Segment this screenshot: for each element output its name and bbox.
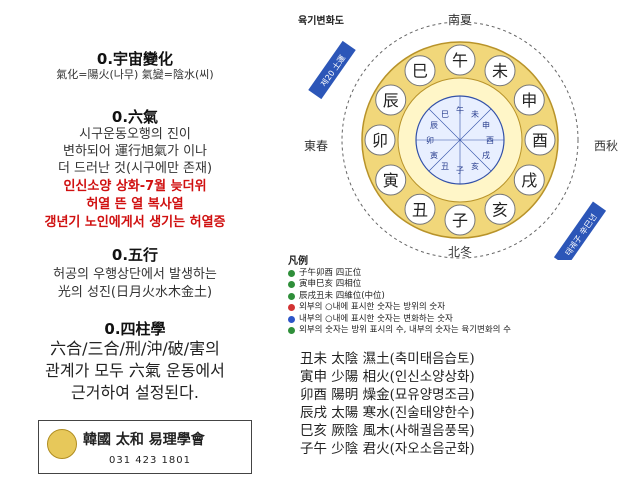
diagram-title: 육기변화도 — [298, 16, 344, 27]
inner-branch-label: 未 — [471, 109, 479, 119]
legend-item: 子午卯酉 四正位 — [288, 268, 628, 280]
four-pillars-line-1: 六合/三合/刑/沖/破/害의 — [50, 339, 220, 358]
branch-circle — [513, 84, 545, 116]
qi-row: 丑未 太陰 濕土(축미태음습토) — [300, 351, 475, 367]
branch-circle — [404, 193, 436, 225]
ring-labels: 午未申酉戌亥子丑寅卯辰巳 — [426, 105, 494, 175]
section-five-elements-title: 0.五行 — [111, 246, 159, 264]
branch-circle — [444, 44, 476, 76]
legend-dot-icon — [288, 292, 295, 300]
branch-label: 酉 — [532, 131, 548, 150]
six-qi-diagram-panel: 육기변화도 午未申酉戌亥子丑寅卯辰巳 午未申酉戌亥子丑寅卯辰巳 南夏 東春 西秋… — [280, 0, 640, 480]
six-qi-red-3: 갱년기 노인에게서 생기는 허열증 — [44, 215, 226, 230]
branch-circle — [404, 55, 436, 87]
branch-circle — [444, 204, 476, 236]
branch-label: 子 — [452, 211, 468, 230]
legend-item: 외부의 숫자는 방위 표시의 수, 내부의 숫자는 육기변화의 수 — [288, 325, 628, 337]
branch-circle — [484, 55, 516, 87]
branch-circle — [364, 124, 396, 156]
inner-branch-label: 寅 — [430, 150, 438, 160]
association-name: 韓國 太和 易理學會 — [83, 432, 205, 448]
qi-row: 寅申 少陽 相火(인신소양상화) — [300, 369, 475, 385]
six-qi-red-2: 허열 뜬 열 복사열 — [86, 197, 184, 212]
inner-branch-label: 巳 — [441, 110, 449, 119]
season-east-spring: 東春 — [304, 139, 328, 153]
six-qi-table: 丑未 太陰 濕土(축미태음습토) 寅申 少陽 相火(인신소양상화) 卯酉 陽明 … — [300, 350, 475, 458]
association-logo-icon — [47, 429, 77, 459]
badge-right: 태궤子 辛巳년 — [553, 201, 607, 260]
badge-right-text: 태궤子 辛巳년 — [563, 212, 599, 258]
badge-left: 제20 土運 — [308, 40, 356, 100]
inner-branch-label: 卯 — [426, 136, 434, 145]
legend-dot-icon — [288, 304, 295, 312]
six-qi-line-1: 시구운동오행의 진이 — [79, 127, 191, 142]
season-north-winter: 北冬 — [448, 244, 472, 259]
branch-label: 申 — [521, 91, 537, 110]
qi-row: 辰戌 太陽 寒水(진술태양한수) — [300, 405, 475, 421]
four-pillars-line-2: 관계가 모두 六氣 운동에서 — [45, 361, 225, 380]
legend-item: 외부의 ○내에 표시한 숫자는 방위의 숫자 — [288, 302, 628, 314]
six-qi-red-1: 인신소양 상화-7월 늦더위 — [63, 179, 207, 194]
branch-label: 午 — [452, 51, 468, 70]
association-phone: 031 423 1801 — [109, 455, 191, 466]
season-south-summer: 南夏 — [448, 12, 472, 27]
section-universe-title: 0.宇宙變化 — [96, 50, 174, 68]
branch-label: 未 — [492, 62, 508, 81]
four-pillars-line-3: 근거하여 설정된다. — [71, 383, 199, 402]
six-qi-line-2: 변하되어 運行旭氣가 이나 — [63, 144, 207, 159]
branch-circle — [375, 84, 407, 116]
section-universe-line: 氣化=陽火(나무) 氣變=陰水(씨) — [56, 68, 214, 81]
legend-dot-icon — [288, 269, 295, 277]
branch-label: 辰 — [383, 91, 399, 110]
season-west-autumn: 西秋 — [594, 139, 618, 153]
diagram-legend: 凡例 子午卯酉 四正位 寅申巳亥 四相位 辰戌丑未 四維位(中位) 외부의 ○내… — [288, 256, 628, 337]
section-six-qi-title: 0.六氣 — [111, 108, 159, 126]
inner-branch-label: 酉 — [486, 136, 494, 145]
branch-circle — [375, 164, 407, 196]
inner-branch-label: 子 — [456, 166, 464, 175]
section-four-pillars-title: 0.四柱學 — [104, 320, 166, 338]
inner-branch-label: 申 — [482, 120, 490, 130]
inner-branch-label: 午 — [456, 105, 464, 115]
branch-label: 寅 — [383, 171, 399, 190]
branch-circle — [524, 124, 556, 156]
branch-circle — [484, 193, 516, 225]
inner-branch-label: 辰 — [430, 121, 438, 130]
branch-circle — [513, 164, 545, 196]
inner-branch-label: 丑 — [441, 162, 449, 171]
legend-item: 내부의 ○내에 표시한 숫자는 변화하는 숫자 — [288, 314, 628, 326]
qi-row: 巳亥 厥陰 風木(사해궐음풍목) — [300, 423, 475, 439]
legend-item: 辰戌丑未 四維位(中位) — [288, 291, 628, 303]
branch-label: 巳 — [412, 62, 428, 81]
legend-item: 寅申巳亥 四相位 — [288, 279, 628, 291]
branch-label: 亥 — [492, 200, 508, 219]
legend-dot-icon — [288, 281, 295, 289]
legend-dot-icon — [288, 315, 295, 323]
inner-branch-label: 亥 — [471, 161, 479, 171]
outer-arc-ring — [341, 21, 579, 259]
association-stamp: 韓國 太和 易理學會 031 423 1801 — [38, 420, 252, 474]
qi-row: 子午 少陰 君火(자오소음군화) — [300, 441, 475, 457]
branch-label: 戌 — [521, 171, 537, 190]
legend-title: 凡例 — [288, 256, 308, 267]
left-text-column: 0.宇宙變化 氣化=陽火(나무) 氣變=陰水(씨) 0.六氣 시구운동오행의 진… — [0, 0, 270, 480]
inner-branch-label: 戌 — [482, 150, 490, 160]
legend-dot-icon — [288, 327, 295, 335]
six-qi-wheel: 午未申酉戌亥子丑寅卯辰巳 午未申酉戌亥子丑寅卯辰巳 南夏 東春 西秋 北冬 제2… — [304, 12, 618, 260]
branch-label: 卯 — [372, 131, 388, 150]
branch-label: 丑 — [412, 200, 428, 219]
qi-row: 卯酉 陽明 燥金(묘유양명조금) — [300, 387, 475, 403]
six-qi-line-3: 더 드러난 것(시구에만 존재) — [57, 161, 213, 176]
five-elements-line-1: 허공의 우행상단에서 발생하는 — [53, 267, 217, 282]
five-elements-line-2: 光의 성진(日月火水木金土) — [57, 285, 213, 300]
